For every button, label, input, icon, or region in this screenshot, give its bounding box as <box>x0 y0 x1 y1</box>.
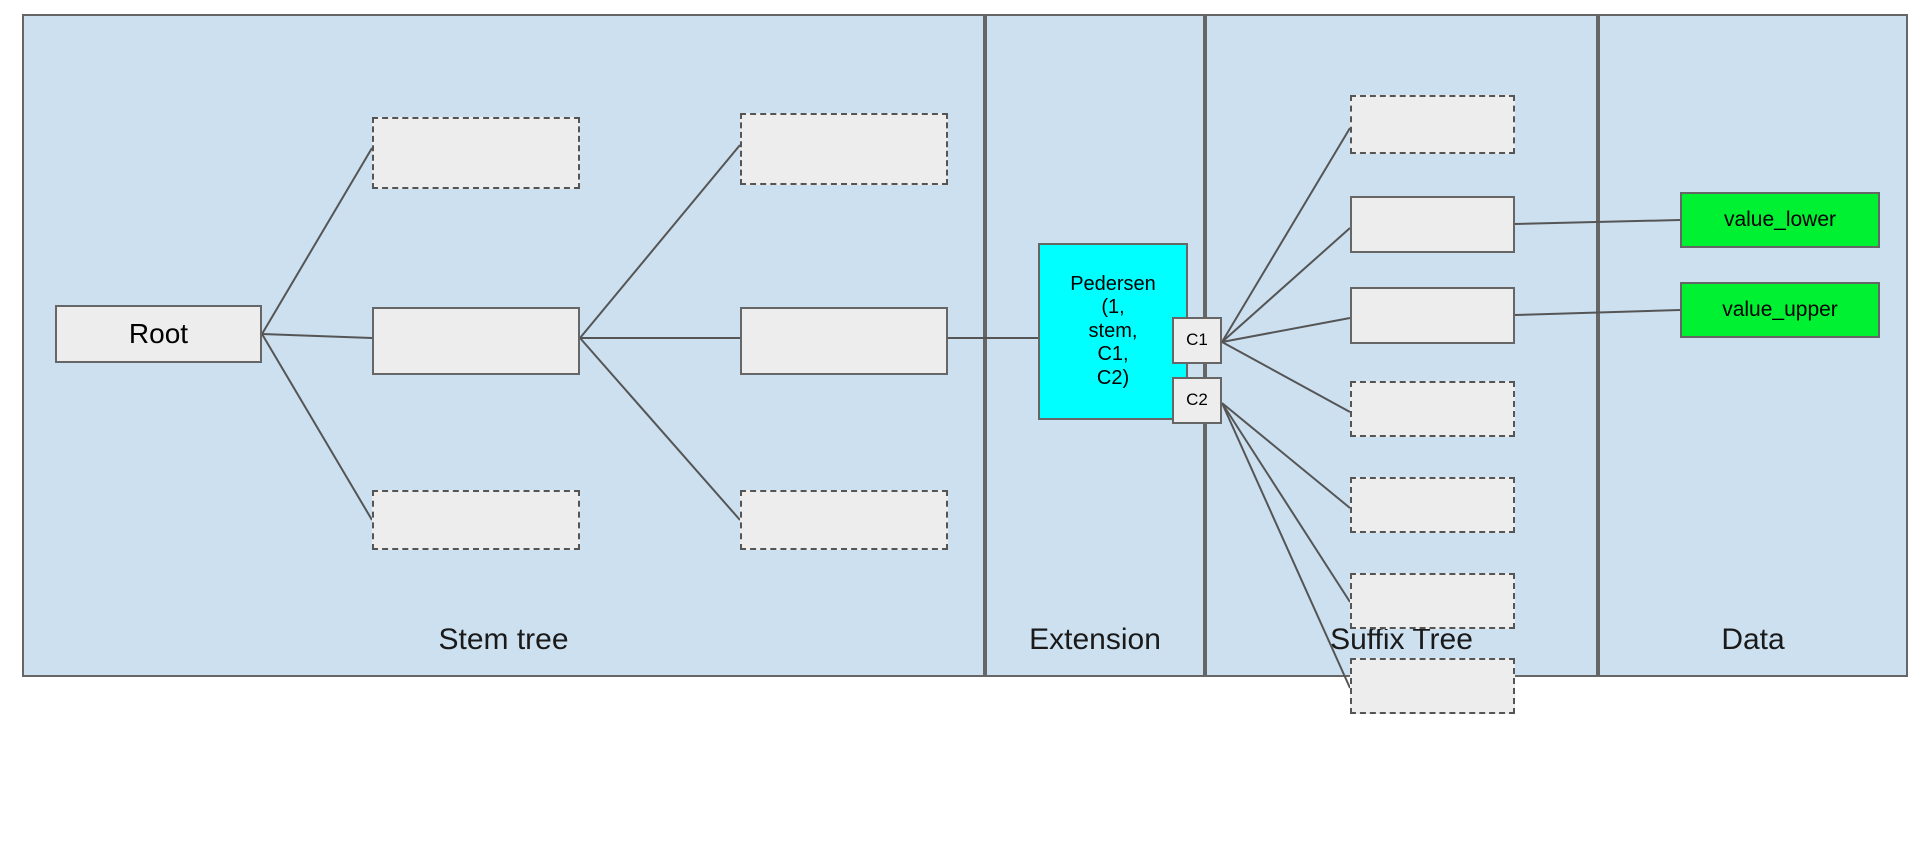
node-stem-level2-top[interactable] <box>740 113 948 185</box>
node-value-upper[interactable]: value_upper <box>1680 282 1880 338</box>
node-stem-level1-top[interactable] <box>372 117 580 189</box>
node-suffix-5[interactable] <box>1350 477 1515 533</box>
node-commitment-c1[interactable]: C1 <box>1172 317 1222 364</box>
node-suffix-4[interactable] <box>1350 381 1515 437</box>
node-commitment-c2[interactable]: C2 <box>1172 377 1222 424</box>
node-suffix-3[interactable] <box>1350 287 1515 344</box>
node-root[interactable]: Root <box>55 305 262 363</box>
node-suffix-7[interactable] <box>1350 658 1515 714</box>
panel-label-extension: Extension <box>1029 623 1161 656</box>
node-suffix-2[interactable] <box>1350 196 1515 253</box>
node-stem-level2-middle[interactable] <box>740 307 948 375</box>
node-pedersen-commitment[interactable]: Pedersen (1, stem, C1, C2) <box>1038 243 1188 420</box>
panel-label-stem-tree: Stem tree <box>438 623 569 656</box>
node-stem-level1-middle[interactable] <box>372 307 580 375</box>
node-value-lower[interactable]: value_lower <box>1680 192 1880 248</box>
node-suffix-6[interactable] <box>1350 573 1515 629</box>
node-stem-level2-bottom[interactable] <box>740 490 948 550</box>
panel-label-data: Data <box>1721 623 1785 656</box>
node-suffix-1[interactable] <box>1350 95 1515 154</box>
node-stem-level1-bottom[interactable] <box>372 490 580 550</box>
panel-data: Data <box>1598 14 1908 677</box>
